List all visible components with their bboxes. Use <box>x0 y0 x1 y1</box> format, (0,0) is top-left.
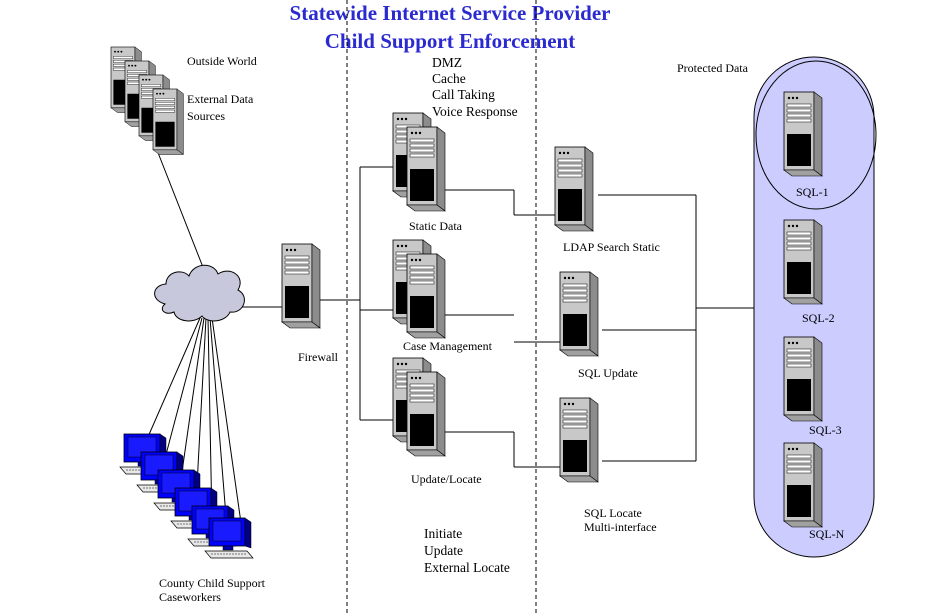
diagram-title-line1: Statewide Internet Service Provider <box>290 1 611 25</box>
label-initiate: Initiate <box>424 526 462 541</box>
sql3-server <box>783 336 823 422</box>
label-external-sources-1: External Data <box>187 92 254 106</box>
static-data-servers <box>392 112 446 212</box>
label-outside-world: Outside World <box>187 54 257 68</box>
label-dmz: DMZ <box>432 55 462 70</box>
diagram-title-line2: Child Support Enforcement <box>325 29 575 53</box>
firewall-server <box>281 243 321 329</box>
protected-data-zone <box>753 56 875 558</box>
external-data-sources <box>110 46 184 155</box>
label-voice-response: Voice Response <box>432 104 518 119</box>
sql1-server <box>783 91 823 177</box>
update-locate-servers <box>392 357 446 457</box>
label-sql-locate-1: SQL Locate <box>584 506 642 520</box>
label-cache: Cache <box>432 71 466 86</box>
sql-update-server <box>559 271 599 357</box>
ldap-server <box>554 146 594 232</box>
sql2-server <box>783 219 823 305</box>
label-sql2: SQL-2 <box>802 311 835 325</box>
label-call-taking: Call Taking <box>432 87 495 102</box>
label-sql1: SQL-1 <box>796 185 829 199</box>
label-external-sources-2: Sources <box>187 109 225 123</box>
label-external-locate: External Locate <box>424 560 510 575</box>
label-firewall: Firewall <box>298 350 339 364</box>
label-sql-update: SQL Update <box>578 366 638 380</box>
link-sources-cloud <box>154 144 209 281</box>
sql1-highlight <box>755 60 877 210</box>
label-protected-data: Protected Data <box>677 61 749 75</box>
sqln-server <box>783 442 823 528</box>
label-caseworkers-2: Caseworkers <box>159 590 221 604</box>
sql-locate-server <box>559 397 599 483</box>
label-update: Update <box>424 543 463 558</box>
label-ldap: LDAP Search Static <box>563 240 660 254</box>
caseworker-workstations <box>119 433 254 559</box>
internet-cloud-icon <box>154 264 245 322</box>
label-static-data: Static Data <box>409 219 463 233</box>
label-caseworkers-1: County Child Support <box>159 576 266 590</box>
label-sqln: SQL-N <box>809 527 845 541</box>
case-management-servers <box>392 239 446 339</box>
label-sql3: SQL-3 <box>809 423 842 437</box>
label-case-management: Case Management <box>403 339 493 353</box>
label-sql-locate-2: Multi-interface <box>584 520 657 534</box>
label-update-locate: Update/Locate <box>411 472 482 486</box>
